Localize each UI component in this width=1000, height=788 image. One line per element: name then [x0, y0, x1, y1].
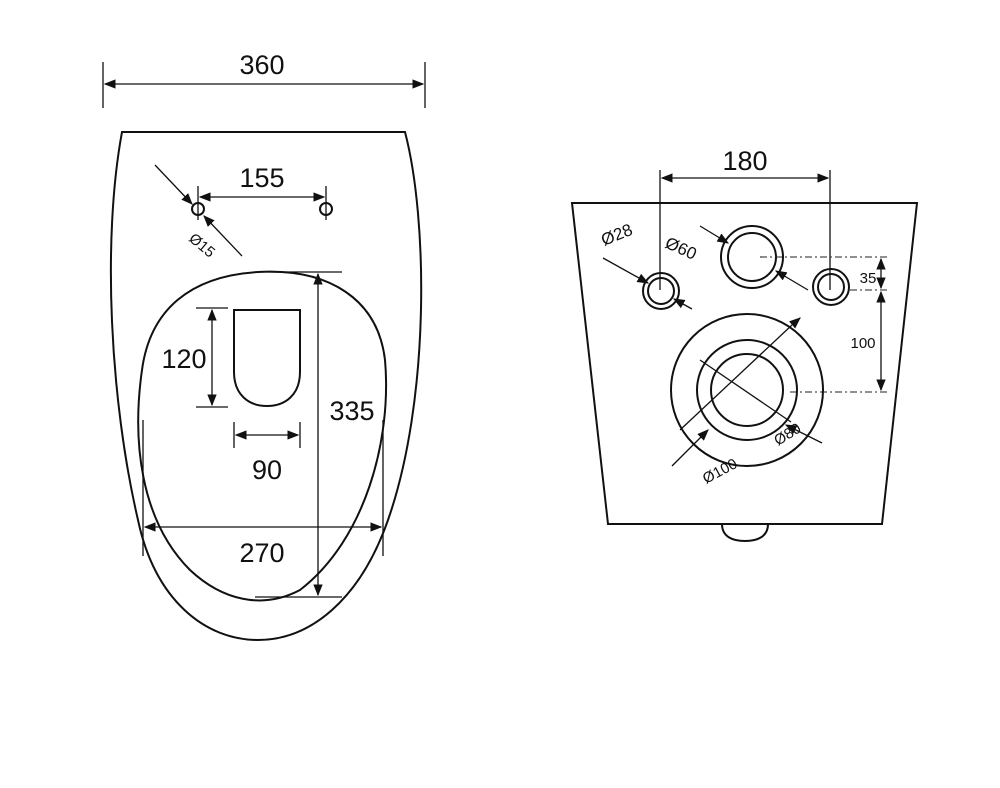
hole-diameter-label: Ø15 [185, 230, 218, 261]
opening-width-dimension: 90 [233, 422, 301, 485]
bowl-width-dimension: 270 [142, 420, 384, 568]
back-body-outline [570, 202, 919, 525]
opening-height-label: 120 [161, 344, 206, 374]
bowl-length-label: 335 [329, 396, 374, 426]
opening-height-dimension: 120 [161, 307, 228, 408]
bolt-spacing-label: 180 [722, 146, 767, 176]
mounting-holes: 155 Ø15 [154, 163, 333, 261]
inlet-diameter-label: Ø60 [662, 233, 699, 263]
rim-outline [137, 270, 388, 602]
opening-width-label: 90 [252, 455, 282, 485]
bowl-width-label: 270 [239, 538, 284, 568]
bolt-spacing-dimension: 180 [659, 146, 831, 290]
seat-opening [233, 309, 301, 408]
back-view: 180 Ø28 Ø60 35 [570, 146, 919, 543]
inlet-offset-label: 35 [860, 270, 877, 287]
outlet-offset-dimension: 100 [850, 290, 886, 392]
width-dimension: 360 [102, 50, 426, 108]
bowl-length-dimension: 335 [255, 271, 375, 598]
width-label: 360 [239, 50, 284, 80]
bolt-holes: Ø28 [598, 220, 850, 310]
hole-spacing-label: 155 [239, 163, 284, 193]
water-inlet: Ø60 [662, 225, 809, 291]
waste-outlet: Ø80 Ø100 [670, 313, 824, 488]
bolt-hole-diameter-label: Ø28 [598, 220, 635, 250]
bowl-outline [109, 131, 423, 642]
front-view: 360 155 Ø15 120 90 [102, 50, 426, 642]
outlet-offset-label: 100 [850, 335, 875, 352]
inlet-offset-dimension: 35 [860, 257, 886, 290]
back-bottom-tab [721, 523, 769, 543]
